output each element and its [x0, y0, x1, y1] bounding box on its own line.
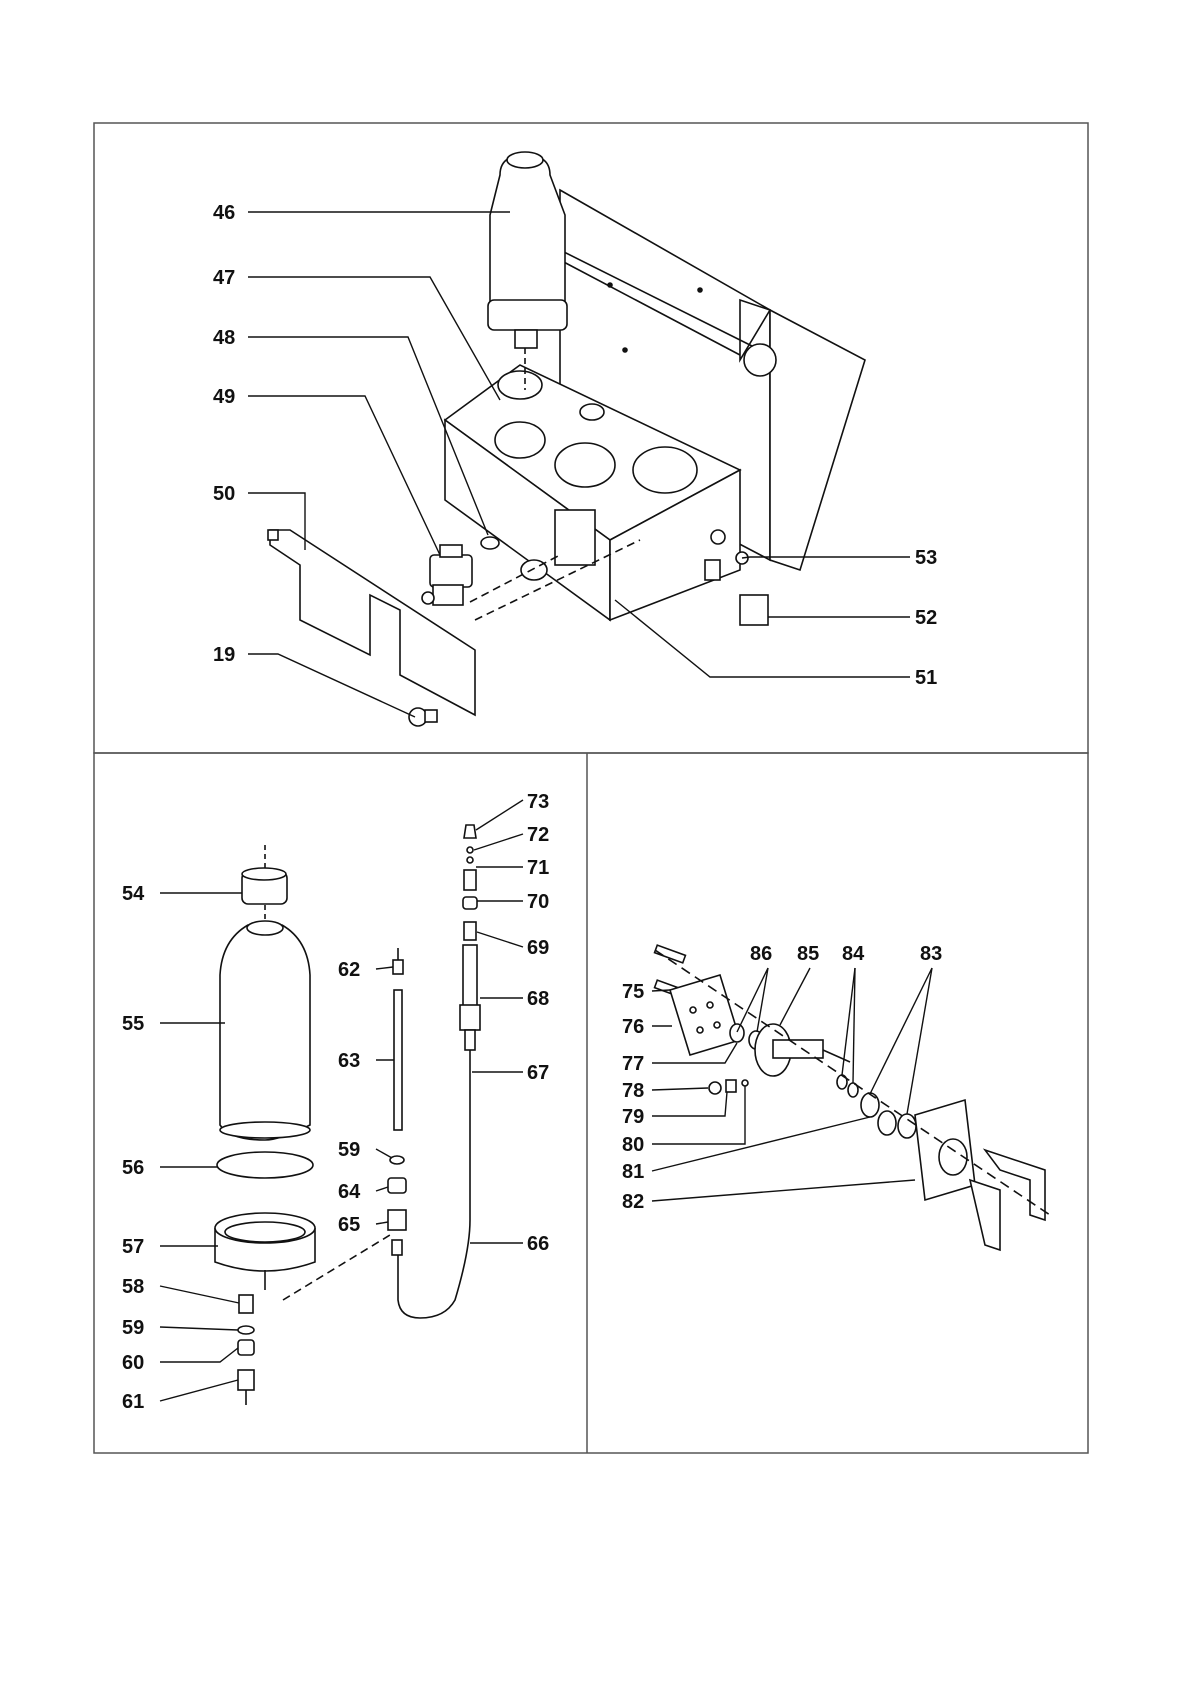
- label-77: 77: [622, 1053, 644, 1075]
- label-66: 66: [527, 1233, 549, 1255]
- label-72: 72: [527, 824, 549, 846]
- label-80: 80: [622, 1134, 644, 1156]
- label-51: 51: [915, 667, 937, 689]
- label-65: 65: [338, 1214, 360, 1236]
- label-69: 69: [527, 937, 549, 959]
- label-52: 52: [915, 607, 937, 629]
- label-62: 62: [338, 959, 360, 981]
- label-19: 19: [213, 644, 235, 666]
- label-86: 86: [750, 943, 772, 965]
- label-76: 76: [622, 1016, 644, 1038]
- label-49: 49: [213, 386, 235, 408]
- label-63: 63: [338, 1050, 360, 1072]
- label-83: 83: [920, 943, 942, 965]
- label-58: 58: [122, 1276, 144, 1298]
- label-71: 71: [527, 857, 549, 879]
- label-82: 82: [622, 1191, 644, 1213]
- label-78: 78: [622, 1080, 644, 1102]
- label-60: 60: [122, 1352, 144, 1374]
- label-54: 54: [122, 883, 145, 905]
- label-67: 67: [527, 1062, 549, 1084]
- label-50: 50: [213, 483, 235, 505]
- label-79: 79: [622, 1106, 644, 1128]
- label-59b: 59: [338, 1139, 360, 1161]
- label-73: 73: [527, 791, 549, 813]
- label-85: 85: [797, 943, 819, 965]
- label-55: 55: [122, 1013, 144, 1035]
- label-57: 57: [122, 1236, 144, 1258]
- label-59a: 59: [122, 1317, 144, 1339]
- label-68: 68: [527, 988, 549, 1010]
- bottom-left-drawing: [215, 825, 480, 1405]
- label-53: 53: [915, 547, 937, 569]
- top-panel-drawing: [268, 152, 865, 726]
- label-70: 70: [527, 891, 549, 913]
- label-64: 64: [338, 1181, 361, 1203]
- label-46: 46: [213, 202, 235, 224]
- label-75: 75: [622, 981, 644, 1003]
- label-47: 47: [213, 267, 235, 289]
- label-56: 56: [122, 1157, 144, 1179]
- label-61: 61: [122, 1391, 144, 1413]
- label-48: 48: [213, 327, 235, 349]
- label-81: 81: [622, 1161, 644, 1183]
- label-84: 84: [842, 943, 865, 965]
